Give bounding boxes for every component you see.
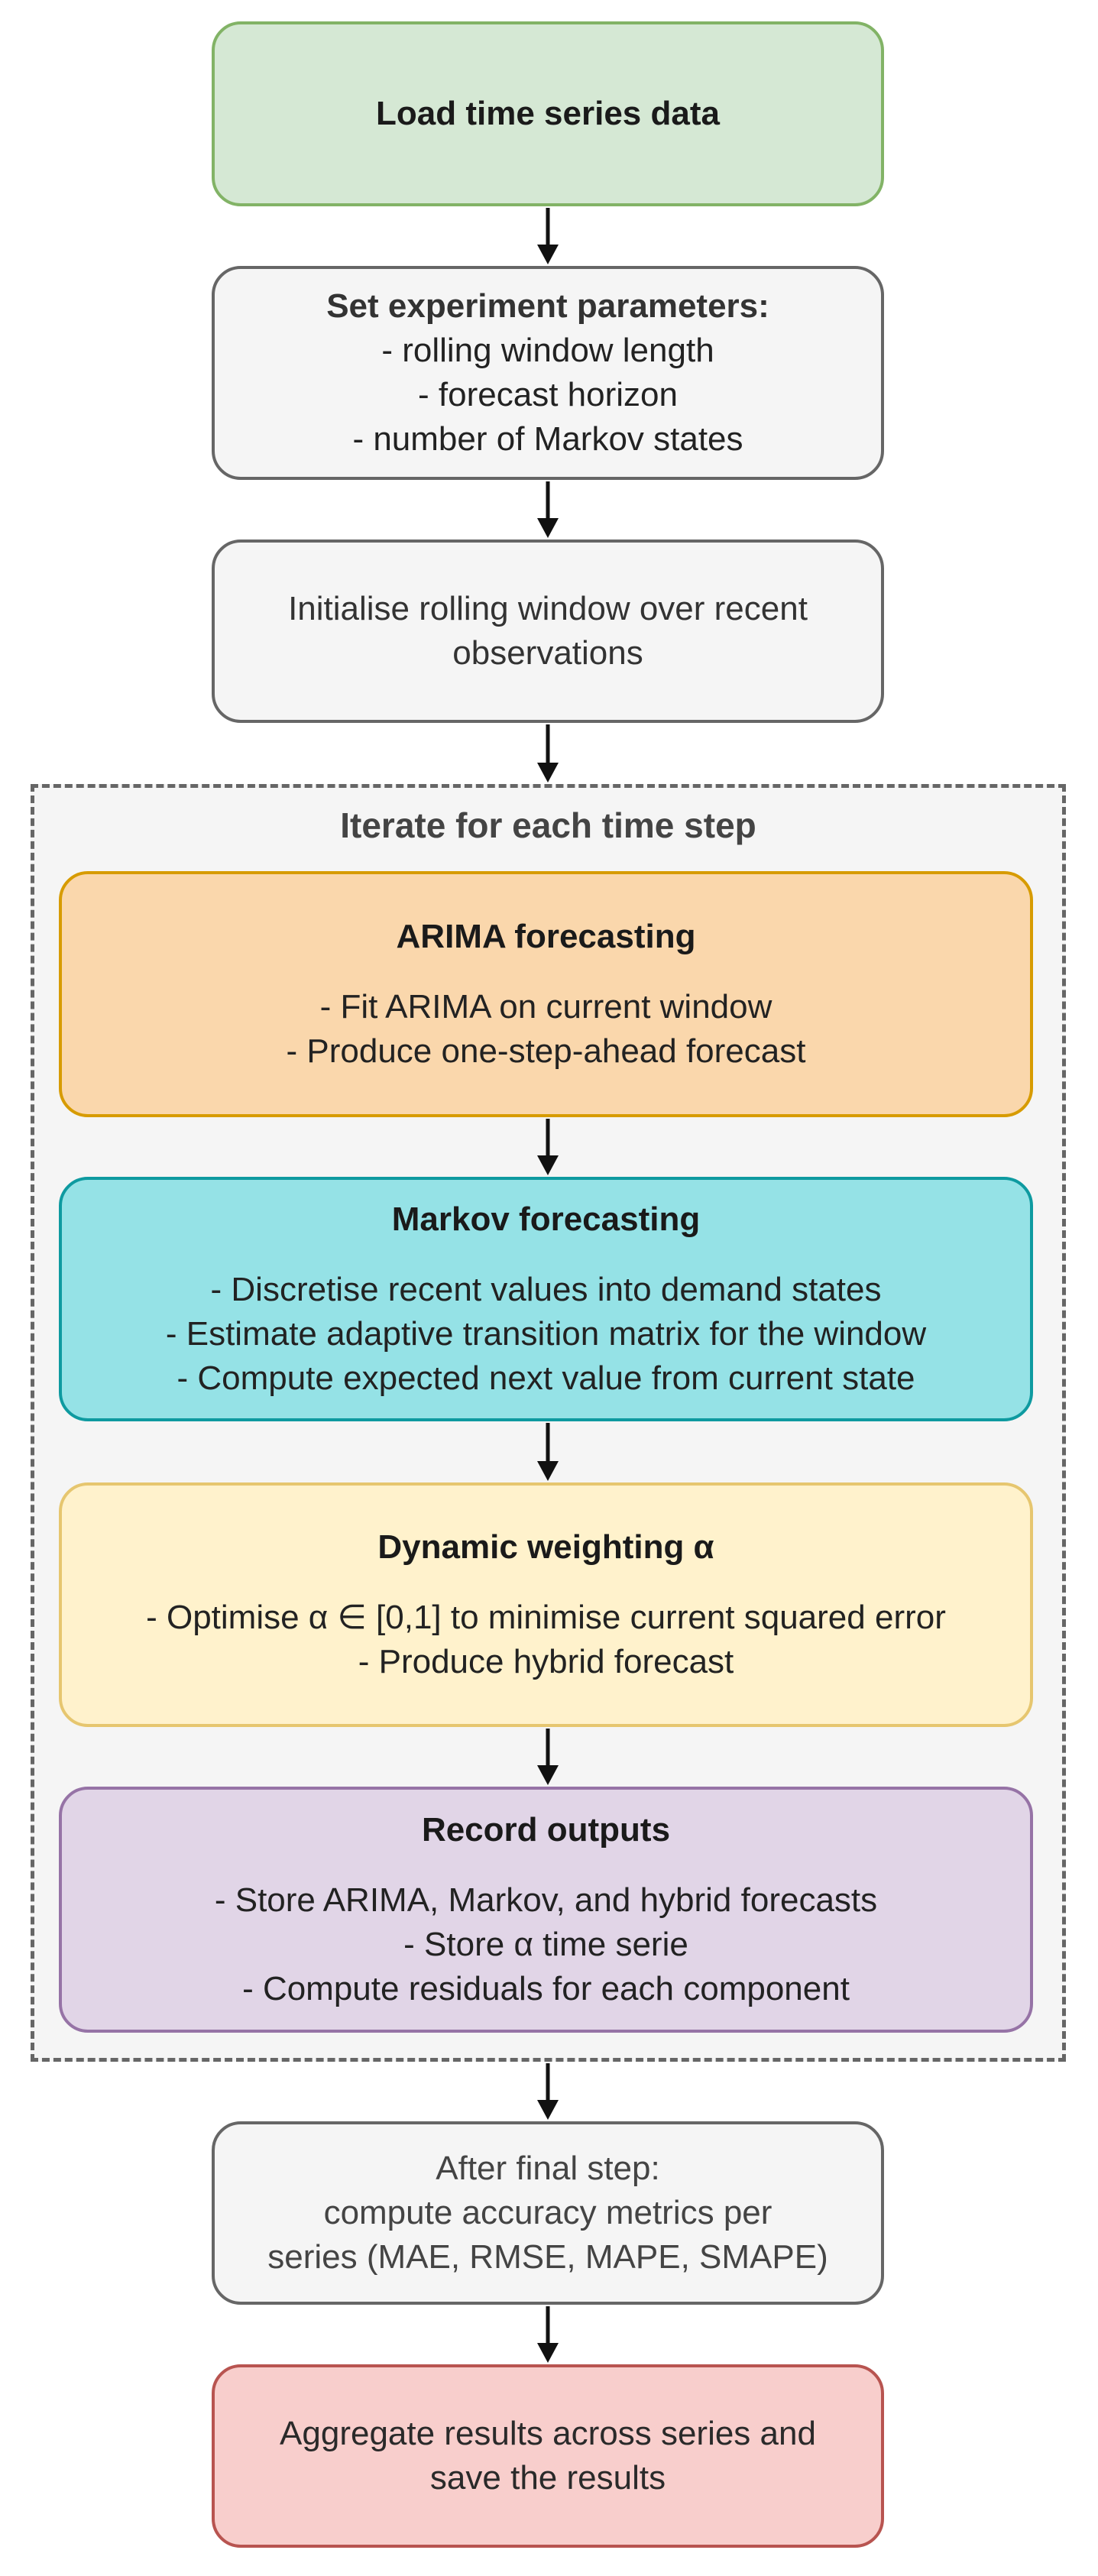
markov-forecasting-node: Markov forecasting - Discretise recent v… [59,1177,1033,1421]
experiment-parameters-node: Set experiment parameters: - rolling win… [212,266,884,480]
node-line: observations [452,634,643,672]
node-line: - Compute expected next value from curre… [177,1359,915,1397]
arrowhead [537,1461,559,1481]
node-line: - Produce hybrid forecast [358,1643,734,1680]
node-line: - Produce one-step-ahead forecast [286,1032,806,1070]
initialise-window-node: Initialise rolling window over recent ob… [212,540,884,723]
iteration-loop-label: Iterate for each time step [340,805,756,845]
node-title: Record outputs [421,1811,671,1849]
arrowhead [537,245,559,264]
arrowhead [537,763,559,783]
node-line: - Optimise α ∈ [0,1] to minimise current… [146,1599,946,1636]
node-line: - forecast horizon [418,376,678,413]
node-line: - number of Markov states [352,420,743,458]
aggregate-results-node: Aggregate results across series and save… [212,2364,884,2548]
node-line: save the results [429,2459,666,2497]
node-line: - Estimate adaptive transition matrix fo… [165,1315,927,1353]
node-title: Markov forecasting [391,1201,701,1238]
accuracy-metrics-node: After final step: compute accuracy metri… [212,2121,884,2305]
node-line: compute accuracy metrics per [323,2194,772,2231]
arrowhead [537,1155,559,1175]
arima-forecasting-node: ARIMA forecasting - Fit ARIMA on current… [59,871,1033,1117]
node-line: - Store ARIMA, Markov, and hybrid foreca… [214,1881,878,1919]
node-line: - Compute residuals for each component [242,1970,850,2007]
record-outputs-node: Record outputs - Store ARIMA, Markov, an… [59,1787,1033,2033]
arrowhead [537,2343,559,2363]
node-line: - Discretise recent values into demand s… [210,1271,882,1308]
node-line: - Fit ARIMA on current window [319,988,772,1026]
node-line: series (MAE, RMSE, MAPE, SMAPE) [267,2238,828,2276]
node-title: Load time series data [376,95,720,132]
arrowhead [537,518,559,538]
arrowhead [537,2100,559,2120]
node-line: Aggregate results across series and [280,2415,816,2452]
load-data-node: Load time series data [212,21,884,206]
arrowhead [537,1765,559,1785]
node-title: Dynamic weighting α [377,1528,714,1566]
node-title: Set experiment parameters: [326,287,769,325]
dynamic-weighting-node: Dynamic weighting α - Optimise α ∈ [0,1]… [59,1482,1033,1727]
node-line: After final step: [436,2150,660,2187]
node-line: Initialise rolling window over recent [288,590,808,627]
node-title: ARIMA forecasting [396,918,696,955]
node-line: - Store α time serie [403,1926,688,1963]
node-line: - rolling window length [381,332,714,369]
